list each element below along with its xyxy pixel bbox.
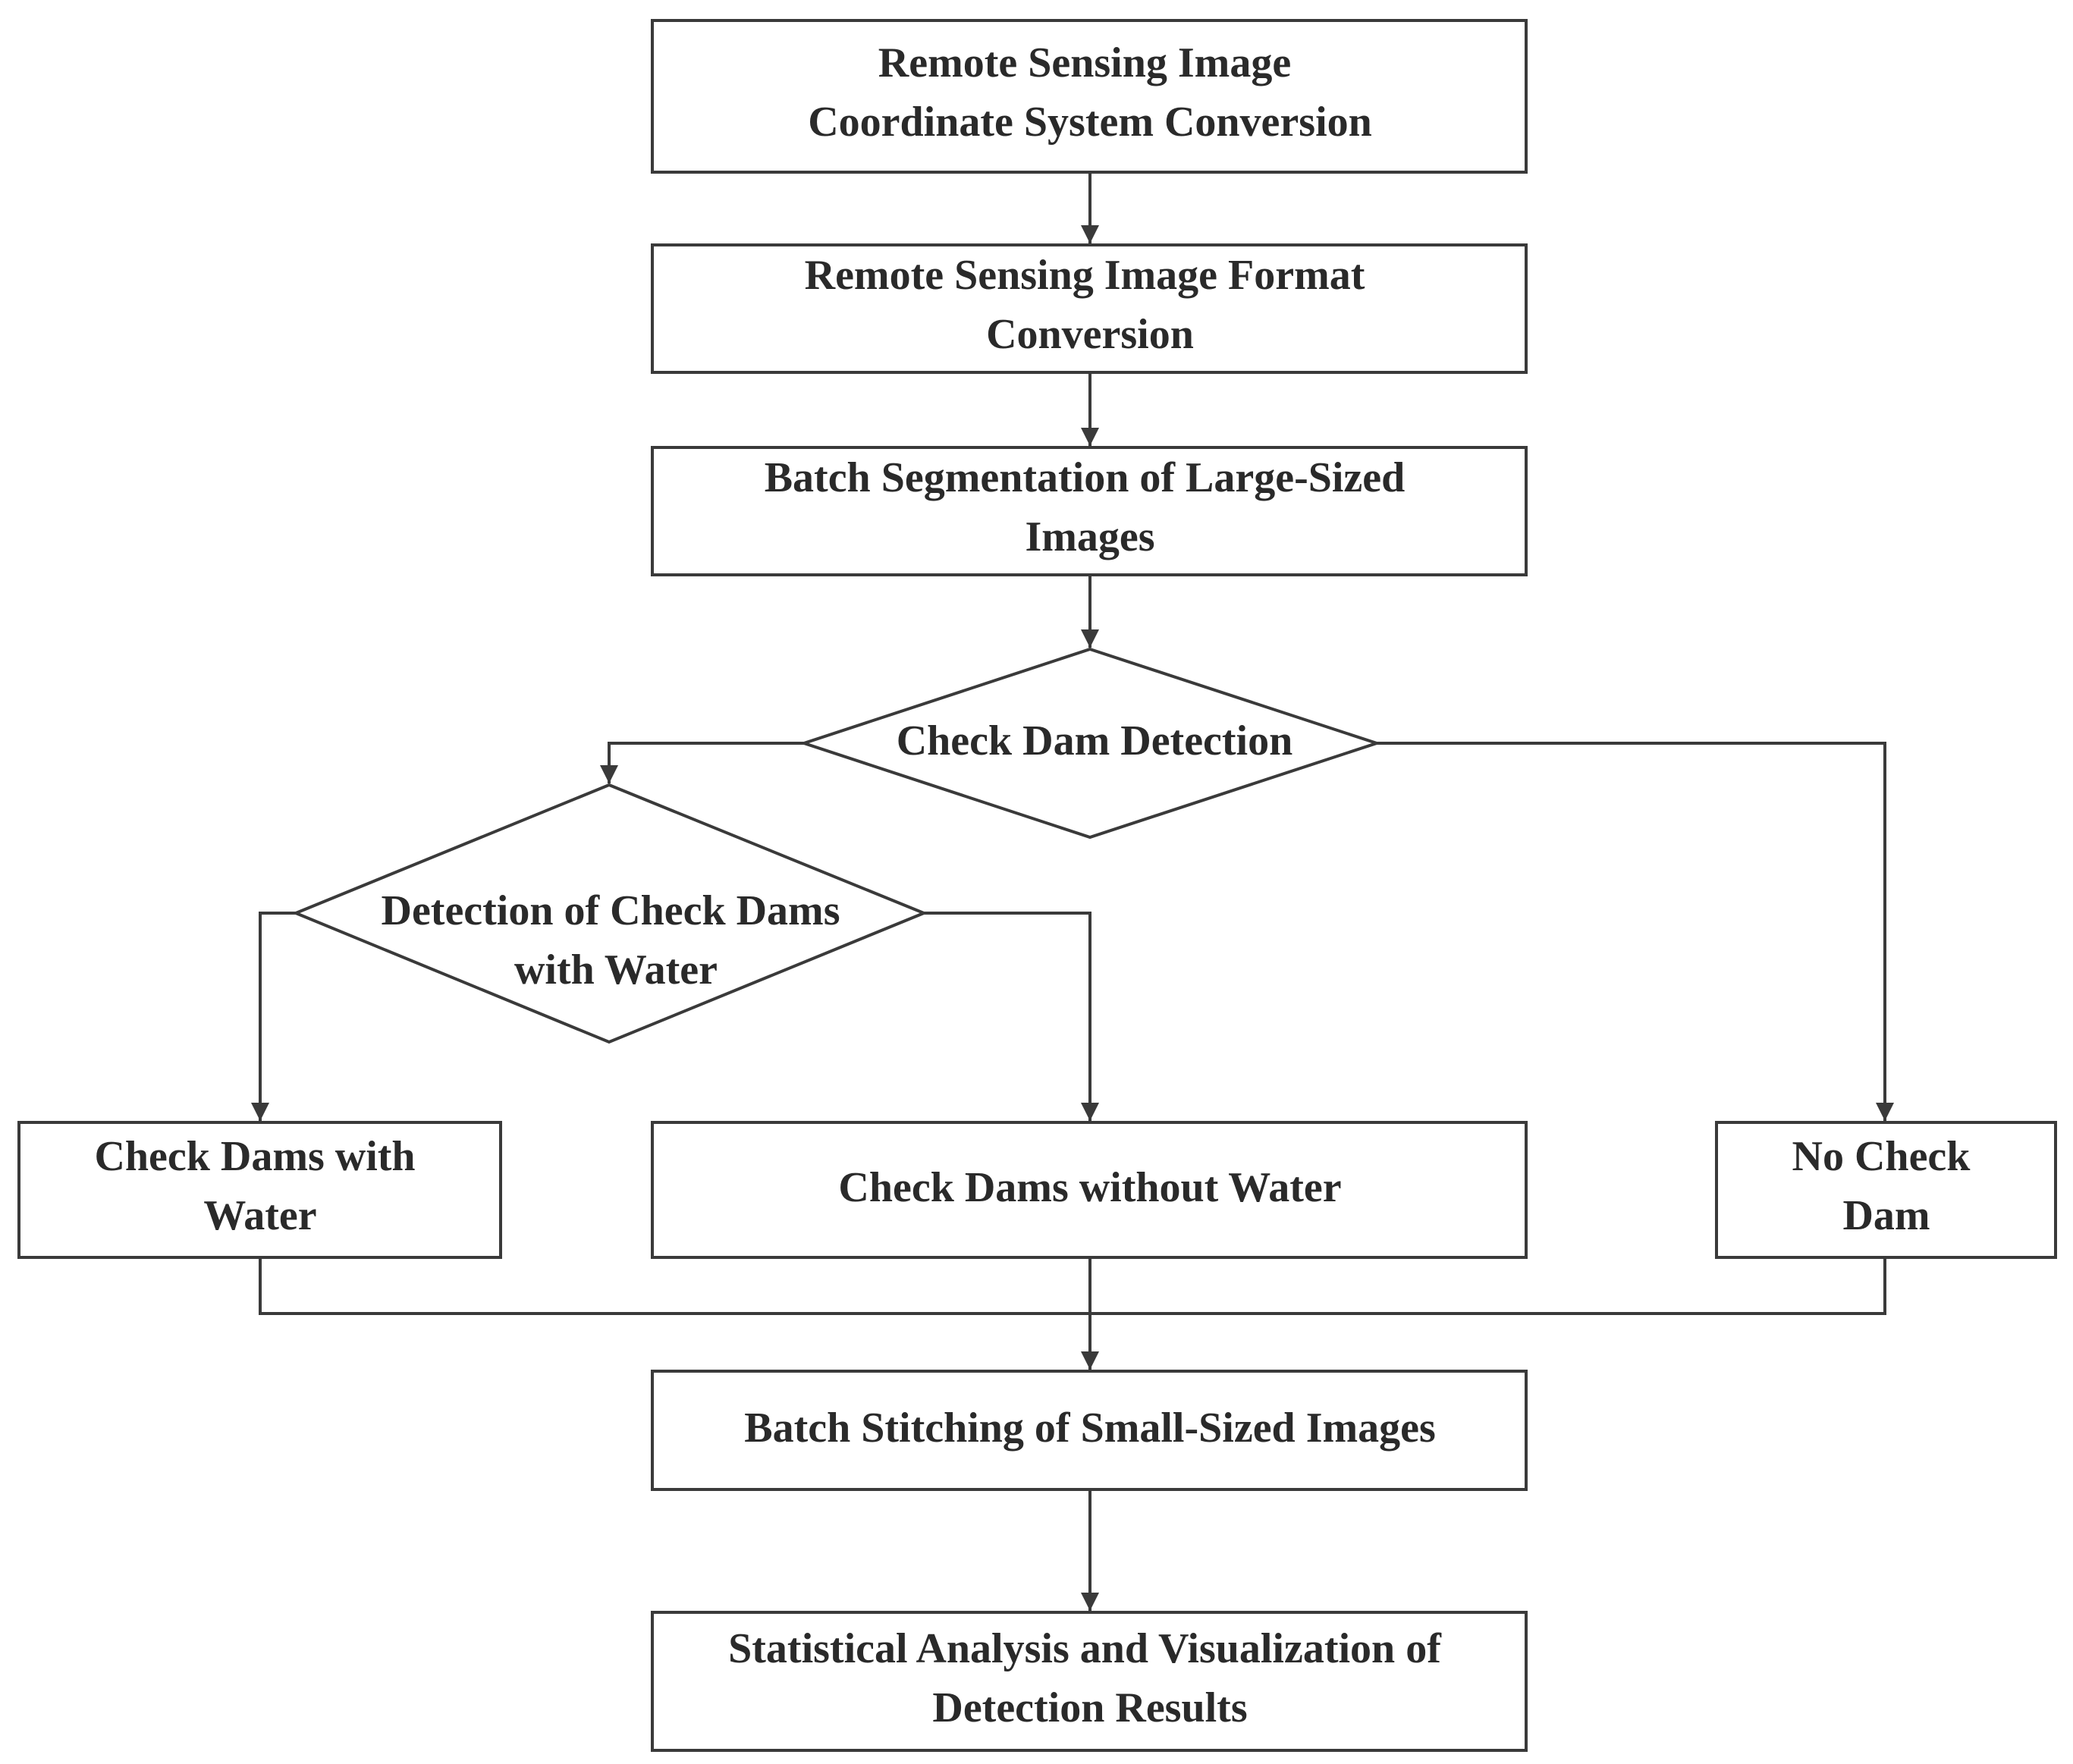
node-label: No Check Dam	[1792, 1133, 1981, 1239]
process-box	[1715, 1121, 2057, 1259]
node-check-dam-detection: Check Dam Detection	[799, 647, 1382, 840]
node-label-line: No Check	[1792, 1133, 1971, 1180]
node-batch-stitching: Batch Stitching of Small-Sized Images	[651, 1370, 1528, 1491]
node-no-check-dam: No Check Dam	[1715, 1121, 2057, 1259]
node-coord-conversion: Remote Sensing Image Coordinate System C…	[651, 19, 1528, 174]
node-label-line: Statistical Analysis and Visualization o…	[728, 1625, 1442, 1672]
node-statistical-analysis: Statistical Analysis and Visualization o…	[651, 1611, 1528, 1752]
node-format-conversion: Remote Sensing Image Format Conversion	[651, 243, 1528, 374]
node-dams-without-water: Check Dams without Water	[651, 1121, 1528, 1259]
node-label: Check Dams with Water	[94, 1133, 426, 1239]
process-box	[651, 1611, 1528, 1752]
node-water-detection: Detection of Check Dams with Water	[291, 783, 928, 1044]
arrow-water-detection-to-with-water	[251, 912, 296, 1121]
node-label: Batch Stitching of Small-Sized Images	[744, 1405, 1436, 1452]
node-label: Check Dam Detection	[897, 717, 1293, 764]
arrow-water-detection-to-without-water	[924, 912, 1099, 1121]
node-label-line: Conversion	[986, 311, 1194, 358]
arrow-detection-to-no-check-dam	[1377, 742, 1894, 1121]
line-with-water-to-merge	[259, 1257, 1090, 1315]
decision-diamond	[799, 647, 1382, 840]
line-no-check-dam-to-merge	[1090, 1257, 1886, 1315]
node-label-line: Batch Stitching of Small-Sized Images	[744, 1405, 1436, 1452]
node-label-line: Batch Segmentation of Large-Sized	[765, 454, 1406, 501]
process-box	[651, 1370, 1528, 1491]
arrow-detection-to-water-detection	[600, 742, 804, 783]
node-label-line: Water	[203, 1192, 316, 1239]
decision-diamond	[291, 783, 928, 1044]
node-label-line: Dam	[1842, 1192, 1930, 1239]
node-label-line: Check Dams with	[94, 1133, 415, 1180]
process-box	[651, 19, 1528, 174]
node-label: Batch Segmentation of Large-Sized Images	[765, 454, 1416, 560]
node-label: Check Dams without Water	[838, 1164, 1341, 1211]
node-label-line: Coordinate System Conversion	[808, 99, 1372, 146]
node-label-line: Check Dams without Water	[838, 1164, 1341, 1211]
node-label: Remote Sensing Image Coordinate System C…	[808, 39, 1372, 146]
node-label-line: Detection of Check Dams	[382, 887, 840, 934]
node-dams-with-water: Check Dams with Water	[17, 1121, 502, 1259]
process-box	[17, 1121, 502, 1259]
node-label: Remote Sensing Image Format Conversion	[805, 252, 1376, 358]
node-batch-segmentation: Batch Segmentation of Large-Sized Images	[651, 446, 1528, 576]
process-box	[651, 243, 1528, 374]
node-label-line: with Water	[514, 946, 718, 993]
node-label-line: Remote Sensing Image	[878, 39, 1291, 86]
node-label-line: Check Dam Detection	[897, 717, 1293, 764]
node-label-line: Remote Sensing Image Format	[805, 252, 1365, 299]
connectors	[251, 172, 1894, 1611]
node-label-line: Images	[1025, 513, 1154, 560]
process-box	[651, 446, 1528, 576]
node-label: Statistical Analysis and Visualization o…	[728, 1625, 1452, 1731]
process-box	[651, 1121, 1528, 1259]
node-label-line: Detection Results	[932, 1684, 1247, 1731]
node-label: Detection of Check Dams with Water	[382, 887, 851, 993]
